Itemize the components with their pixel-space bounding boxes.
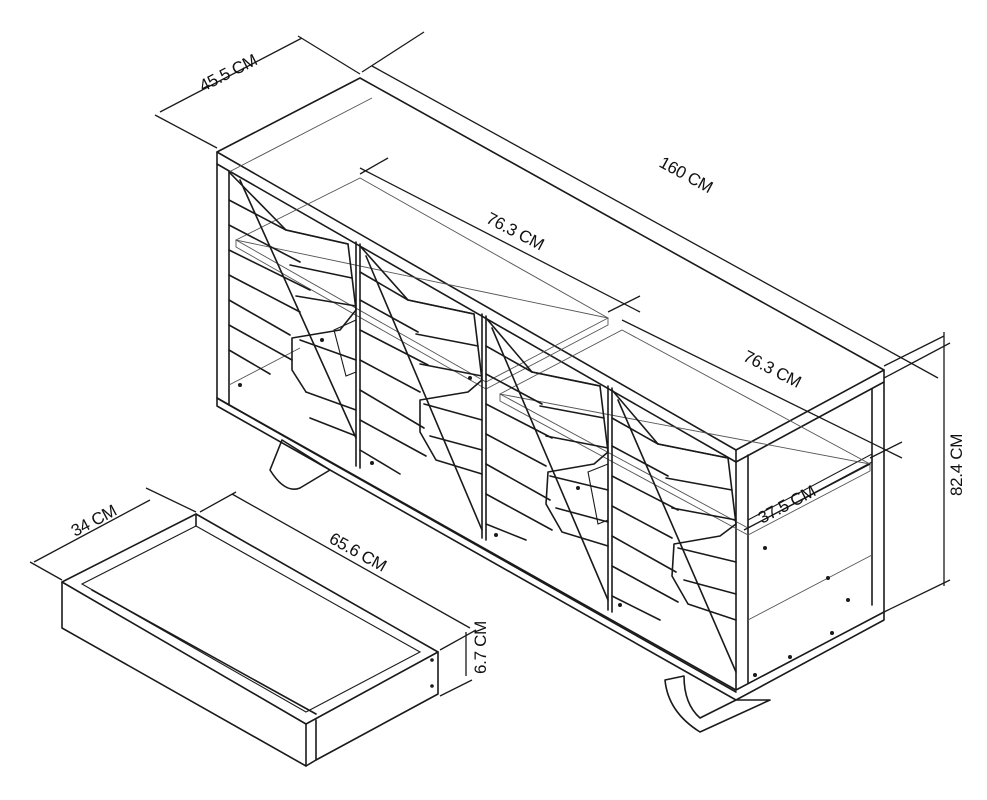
sideboard-bottom-edge (216, 397, 885, 691)
leg-left (269, 439, 331, 490)
sideboard-left-side (216, 163, 230, 406)
drawer-top-rim (61, 513, 439, 725)
door-4-pattern (611, 389, 737, 673)
label-shelf-depth: 37.5 CM (755, 482, 819, 528)
dimension-lines (29, 31, 951, 697)
dimension-labels: 45.5 CM 160 CM 76.3 CM 76.3 CM 37.5 CM 8… (68, 50, 966, 674)
door-1-pattern (228, 171, 357, 439)
sideboard-top-edge (216, 151, 885, 463)
label-drawer-height: 6.7 CM (471, 621, 490, 674)
drawer-front (61, 581, 307, 767)
label-drawer-depth: 34 CM (68, 501, 120, 541)
sideboard-top (216, 77, 885, 451)
hardware-dots (238, 338, 850, 677)
door-2-pattern (359, 245, 483, 531)
drawer-side (315, 651, 439, 761)
label-shelf-width-right: 76.3 CM (740, 347, 804, 392)
label-depth: 45.5 CM (196, 50, 260, 95)
label-width: 160 CM (656, 153, 716, 197)
right-shelf (747, 453, 873, 529)
label-height: 82.4 CM (947, 434, 966, 496)
drawer (61, 513, 439, 767)
sideboard (216, 77, 885, 733)
leg-right (664, 675, 771, 733)
door-3-pattern (485, 317, 609, 601)
